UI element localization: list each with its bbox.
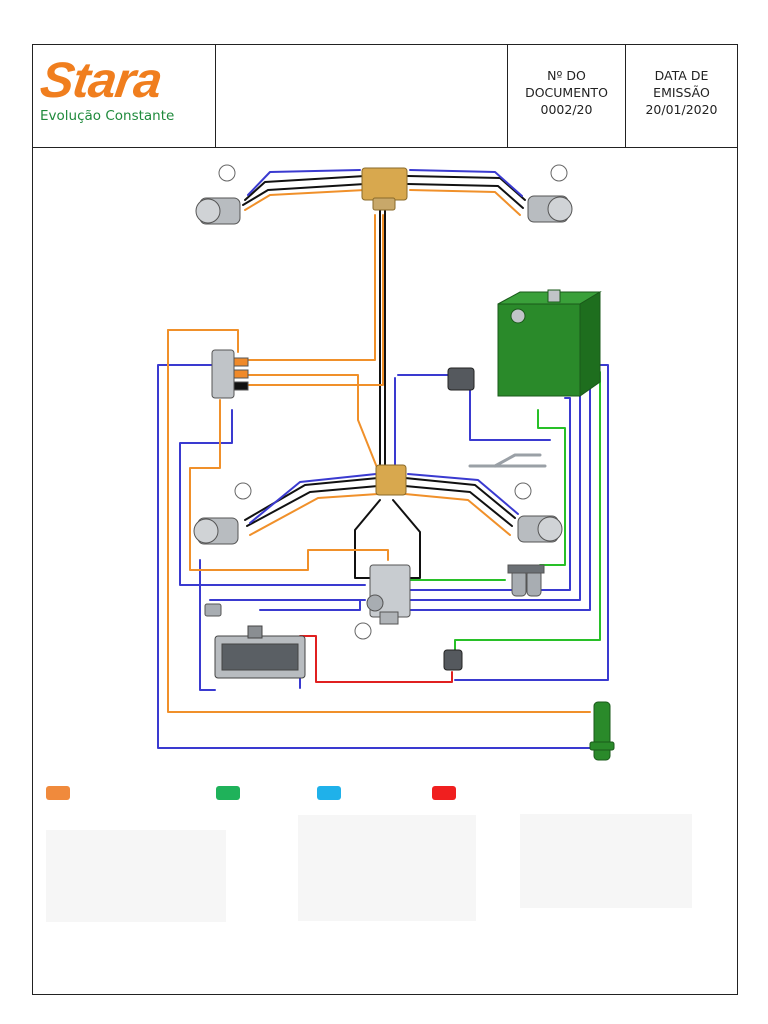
redacted-text-left (46, 830, 226, 922)
redacted-text-right (520, 814, 692, 908)
stara-logo: Stara (37, 52, 166, 108)
issue-date-value: 20/01/2020 (645, 102, 718, 117)
issue-date-label-2: EMISSÃO (653, 85, 710, 100)
redacted-text-center (298, 815, 476, 921)
logo-tagline: Evolução Constante (40, 108, 175, 124)
issue-date-label-1: DATA DE (654, 68, 709, 83)
issue-date-cell: DATA DE EMISSÃO 20/01/2020 (626, 45, 737, 147)
title-cell (216, 45, 508, 147)
logo-cell: Stara Evolução Constante (33, 45, 216, 147)
legend-swatch-red (432, 786, 456, 800)
document-number-value: 0002/20 (540, 102, 593, 117)
document-number-label-1: Nº DO (547, 68, 586, 83)
document-number-cell: Nº DO DOCUMENTO 0002/20 (508, 45, 626, 147)
document-number-label-2: DOCUMENTO (525, 85, 608, 100)
title-block: Stara Evolução Constante Nº DO DOCUMENTO… (33, 45, 737, 148)
legend-swatch-orange (46, 786, 70, 800)
legend-swatch-blue (317, 786, 341, 800)
legend-swatch-green (216, 786, 240, 800)
